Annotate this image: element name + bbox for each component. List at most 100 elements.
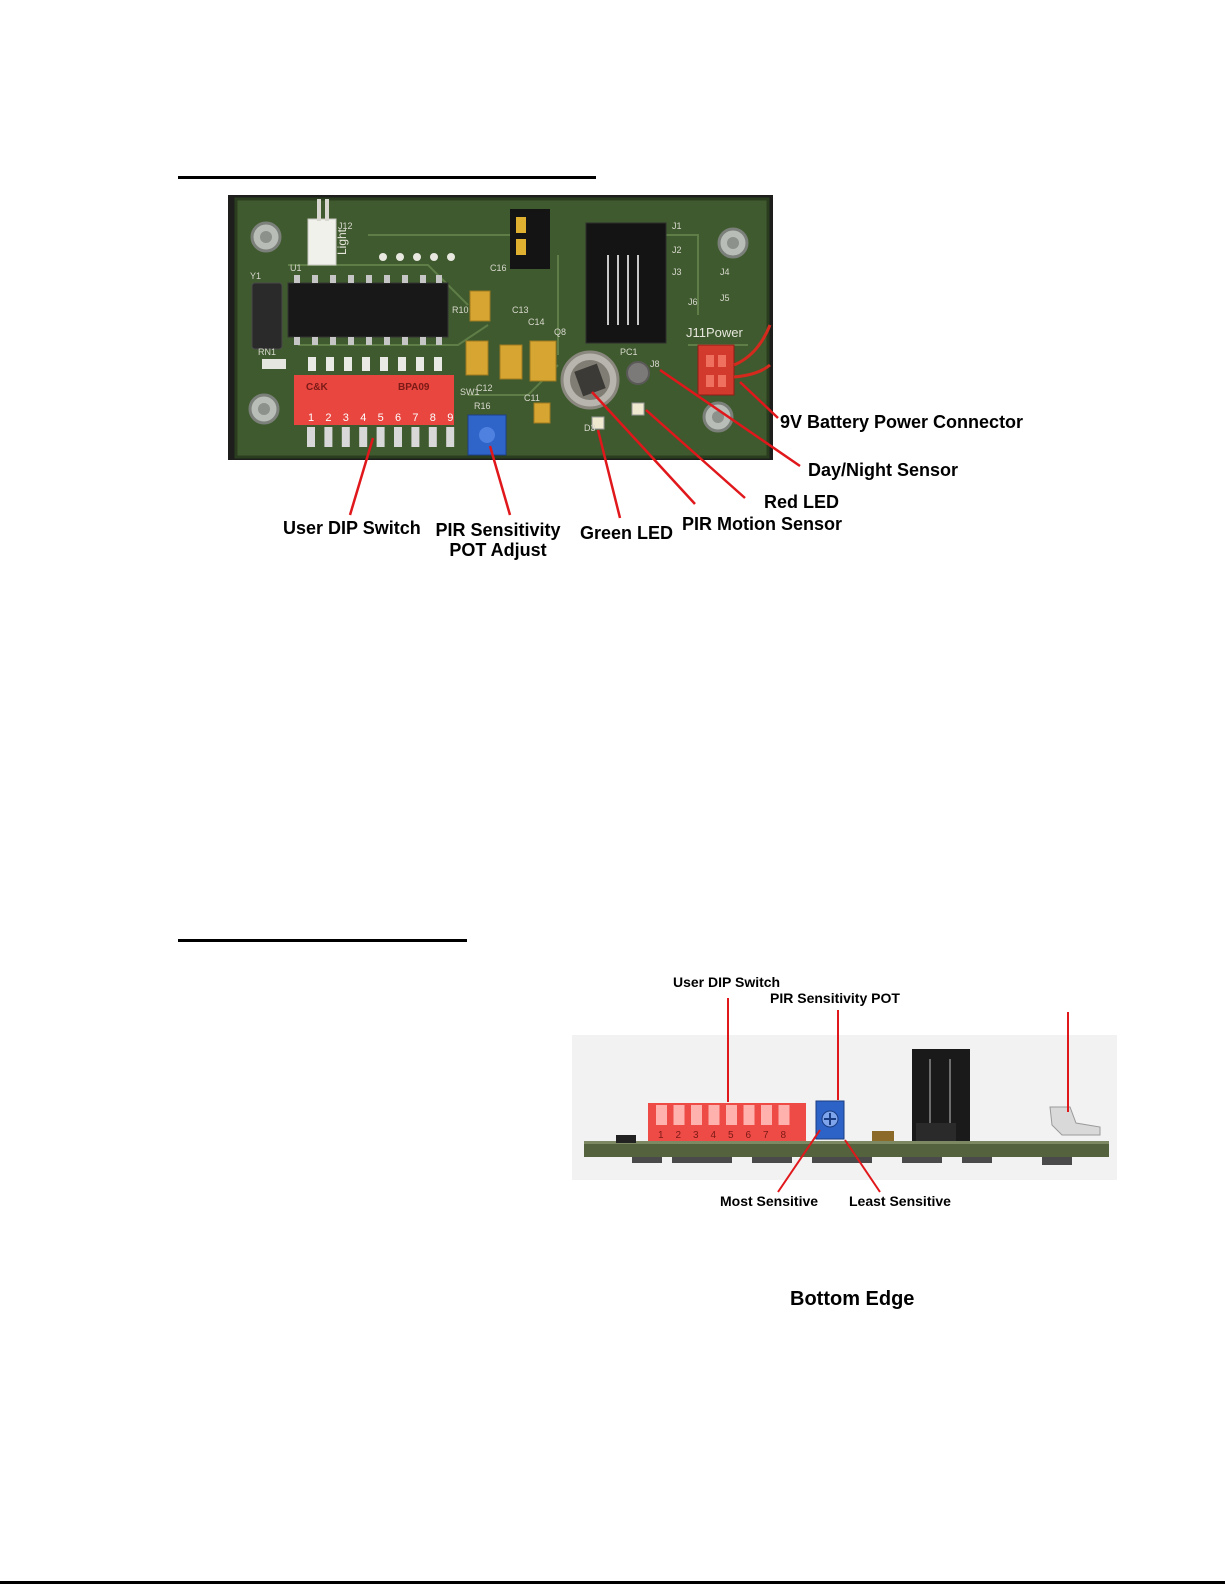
- tantalum-cap: [529, 340, 557, 382]
- dip-number: 5: [378, 412, 384, 424]
- dip-number-side: 7: [763, 1130, 769, 1141]
- tantalum-cap: [533, 402, 551, 424]
- caption-bottom-edge: Bottom Edge: [790, 1288, 915, 1310]
- dip-pin: [307, 427, 315, 447]
- label-green-led: Green LED: [580, 523, 674, 543]
- silkscreen-label: PC1: [620, 347, 638, 357]
- dip-key: [708, 1105, 720, 1125]
- top-callout-lines: [348, 368, 801, 519]
- dip-number-side: 6: [746, 1130, 752, 1141]
- dip-pin: [376, 427, 385, 447]
- bottom-callout-lines: [727, 998, 1069, 1193]
- dip-number: 1: [308, 412, 314, 424]
- dip-number: 7: [412, 412, 418, 424]
- dip-key: [743, 1105, 755, 1125]
- dip-model: BPA09: [398, 382, 430, 393]
- light-silk: Light: [335, 228, 349, 255]
- crystal-y1: [251, 282, 283, 350]
- dip-pin: [446, 427, 455, 447]
- resistor-network: [262, 359, 286, 369]
- user-dip-switch: [294, 375, 454, 425]
- label-most-sensitive: Most Sensitive: [720, 1193, 819, 1209]
- section-rule-bottom: [178, 939, 467, 942]
- tantalum-cap: [499, 344, 523, 380]
- green-led: [591, 416, 605, 430]
- section-rule-top: [178, 176, 596, 179]
- silkscreen-label: C16: [490, 263, 507, 273]
- silkscreen-label: RN1: [258, 347, 276, 357]
- silkscreen-label: C14: [528, 317, 545, 327]
- label-pir-pot-line1: PIR Sensitivity: [435, 520, 561, 540]
- silkscreen-label: J12: [338, 221, 353, 231]
- mounting-screw: [250, 221, 282, 253]
- tantalum-cap: [469, 290, 491, 322]
- label-least-sensitive: Least Sensitive: [849, 1193, 951, 1209]
- silkscreen-label: J4: [720, 267, 730, 277]
- silkscreen-label: J5: [720, 293, 730, 303]
- silkscreen-label: R10: [452, 305, 469, 315]
- dip-number-side: 2: [676, 1130, 682, 1141]
- tantalum-cap: [465, 340, 489, 376]
- battery-connector: [697, 344, 735, 396]
- dip-key: [761, 1105, 772, 1125]
- red-led: [631, 402, 645, 416]
- dip-key: [656, 1105, 667, 1125]
- mounting-screw: [702, 401, 734, 433]
- silkscreen-label: J3: [672, 267, 682, 277]
- microcontroller-chip: [287, 282, 449, 338]
- silkscreen-label: C11: [524, 393, 540, 403]
- page-bottom-border: [0, 1581, 1225, 1584]
- light-header: [307, 218, 337, 266]
- dip-pin: [394, 427, 402, 447]
- silkscreen-label: J1: [672, 221, 682, 231]
- dip-pin: [341, 427, 350, 447]
- dip-pin: [324, 427, 333, 447]
- label-pir-sensitivity-pot-side: PIR Sensitivity POT: [770, 990, 900, 1006]
- dip-number-side: 4: [711, 1130, 717, 1141]
- dip-number: 4: [360, 412, 366, 424]
- silkscreen-label: Q8: [554, 327, 566, 337]
- label-red-led: Red LED: [764, 492, 840, 512]
- label-user-dip-switch: User DIP Switch: [283, 518, 421, 538]
- dip-key: [691, 1105, 702, 1125]
- dip-key: [726, 1105, 737, 1125]
- dip-pin: [428, 427, 437, 447]
- dip-pin: [411, 427, 420, 447]
- dip-number: 9: [447, 412, 453, 424]
- mounting-screw: [717, 227, 749, 259]
- dip-key: [778, 1105, 790, 1125]
- silkscreen-label: R16: [474, 401, 491, 411]
- silkscreen-label: Y1: [250, 271, 261, 281]
- silkscreen-label: J2: [672, 245, 682, 255]
- rj-connector: [585, 222, 667, 344]
- dip-number-side: 8: [781, 1130, 787, 1141]
- dip-number: 8: [430, 412, 436, 424]
- dip-number-side: 3: [693, 1130, 699, 1141]
- label-pir-motion-sensor: PIR Motion Sensor: [682, 514, 843, 534]
- label-pir-pot-line2: POT Adjust: [449, 539, 547, 560]
- label-pir-sensitivity-pot: PIR Sensitivity POT Adjust: [430, 520, 566, 561]
- dip-number: 6: [395, 412, 401, 424]
- dip-number-side: 5: [728, 1130, 734, 1141]
- board-edge: [584, 1143, 1109, 1157]
- label-battery-connector: 9V Battery Power Connector: [780, 412, 1024, 432]
- mounting-screw: [248, 393, 280, 425]
- dip-pin: [359, 427, 368, 447]
- silkscreen-label: SW1: [460, 387, 480, 397]
- dip-brand: C&K: [306, 382, 328, 393]
- dip-number: 3: [343, 412, 349, 424]
- label-day-night-sensor: Day/Night Sensor: [808, 460, 959, 480]
- dip-number-side: 1: [658, 1130, 664, 1141]
- day-night-sensor: [626, 361, 650, 385]
- power-silk: J11Power: [686, 325, 744, 340]
- silkscreen-label: J8: [650, 359, 660, 369]
- label-user-dip-switch-side: User DIP Switch: [673, 974, 781, 990]
- pir-sensitivity-pot-side: [815, 1100, 845, 1140]
- dip-key: [673, 1105, 685, 1125]
- metal-clip: [1049, 1106, 1101, 1136]
- silkscreen-label: C13: [512, 305, 529, 315]
- silkscreen-label: U1: [290, 263, 302, 273]
- silkscreen-label: J6: [688, 297, 698, 307]
